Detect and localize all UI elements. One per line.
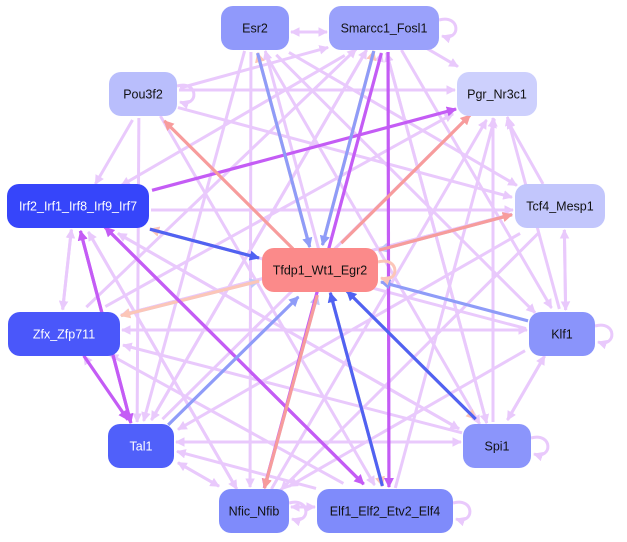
edge-Klf1-to-Tfdp1 bbox=[380, 279, 529, 323]
node-label: Zfx_Zfp711 bbox=[33, 328, 95, 342]
node-klf1[interactable]: Klf1 bbox=[529, 312, 595, 356]
edge-Pou3f2-to-Tcf4_Mesp1 bbox=[177, 106, 513, 200]
edge-Spi1-to-Smarcc1_Fosl1 bbox=[384, 52, 489, 424]
node-tal1[interactable]: Tal1 bbox=[108, 424, 174, 468]
node-box bbox=[463, 424, 531, 468]
edge-Klf1-to-Spi1 bbox=[506, 355, 546, 421]
edge-Tcf4_Mesp1-to-Klf1 bbox=[560, 229, 571, 311]
edge-Smarcc1_Fosl1-to-Klf1 bbox=[400, 49, 553, 309]
edge-Smarcc1_Fosl1-to-Tfdp1 bbox=[319, 50, 376, 246]
node-box bbox=[529, 312, 595, 356]
self-loop-Elf1 bbox=[452, 500, 472, 527]
node-nfic[interactable]: Nfic_Nfib bbox=[219, 489, 289, 533]
edge-Esr2-to-Klf1 bbox=[275, 53, 537, 314]
self-loop-Tfdp1 bbox=[377, 259, 397, 286]
node-zfx[interactable]: Zfx_Zfp711 bbox=[8, 312, 120, 356]
edge-Irf2-to-Tfdp1 bbox=[149, 227, 260, 261]
self-loop-Smarcc1_Fosl1 bbox=[438, 17, 458, 44]
self-loop-Pou3f2 bbox=[176, 83, 196, 110]
edge-Esr2-to-Tfdp1 bbox=[256, 52, 313, 249]
node-box bbox=[108, 424, 174, 468]
self-loop-Klf1 bbox=[594, 323, 614, 350]
edge-Elf1-to-Tal1 bbox=[176, 449, 317, 490]
self-loop-Nfic bbox=[288, 500, 308, 527]
node-box bbox=[317, 489, 453, 533]
node-label: Irf2_Irf1_Irf8_Irf9_Irf7 bbox=[19, 200, 137, 214]
edge-Zfx-to-Pgr_Nr3c1 bbox=[104, 112, 454, 308]
node-label: Tcf4_Mesp1 bbox=[526, 200, 593, 214]
node-label: Elf1_Elf2_Etv2_Elf4 bbox=[330, 505, 441, 519]
node-spi1[interactable]: Spi1 bbox=[463, 424, 531, 468]
edge-Esr2-to-Spi1 bbox=[264, 53, 481, 425]
edge-Smarcc1_Fosl1-to-Elf1 bbox=[383, 51, 395, 489]
edge-Smarcc1_Fosl1-to-Irf2 bbox=[120, 54, 346, 187]
node-label: Nfic_Nfib bbox=[229, 505, 280, 519]
edge-Zfx-to-Tal1 bbox=[82, 354, 130, 421]
node-smarcc1_fosl1[interactable]: Smarcc1_Fosl1 bbox=[329, 6, 439, 50]
node-label: Tal1 bbox=[130, 440, 153, 454]
node-tfdp1[interactable]: Tfdp1_Wt1_Egr2 bbox=[262, 248, 378, 292]
edge-Tal1-to-Smarcc1_Fosl1 bbox=[150, 49, 368, 421]
node-label: Smarcc1_Fosl1 bbox=[341, 22, 428, 36]
edge-Tal1-to-Tfdp1 bbox=[167, 295, 300, 426]
edge-Elf1-to-Irf2 bbox=[103, 226, 365, 486]
edge-Pou3f2-to-Smarcc1_Fosl1 bbox=[179, 45, 329, 90]
node-box bbox=[329, 6, 439, 50]
edge-Tfdp1-to-Tcf4_Mesp1 bbox=[378, 212, 513, 252]
node-irf2[interactable]: Irf2_Irf1_Irf8_Irf9_Irf7 bbox=[7, 184, 149, 228]
node-label: Pou3f2 bbox=[123, 88, 163, 102]
edge-Tcf4_Mesp1-to-Pgr_Nr3c1 bbox=[505, 119, 545, 185]
edge-Spi1-to-Irf2 bbox=[117, 232, 460, 431]
node-elf1[interactable]: Elf1_Elf2_Etv2_Elf4 bbox=[317, 489, 453, 533]
edge-Spi1-to-Tfdp1 bbox=[345, 290, 477, 421]
node-label: Klf1 bbox=[551, 328, 573, 342]
node-label: Spi1 bbox=[484, 440, 509, 454]
node-box bbox=[262, 248, 378, 292]
self-loop-Spi1 bbox=[530, 435, 550, 462]
edge-Tfdp1-to-Nfic bbox=[261, 294, 319, 490]
node-box bbox=[219, 489, 289, 533]
edge-Tfdp1-to-Zfx bbox=[120, 279, 260, 319]
edge-Tfdp1-to-Pou3f2 bbox=[163, 119, 295, 250]
node-box bbox=[109, 72, 177, 116]
node-esr2[interactable]: Esr2 bbox=[221, 6, 289, 50]
node-box bbox=[457, 72, 537, 116]
edge-Smarcc1_Fosl1-to-Pgr_Nr3c1 bbox=[426, 47, 459, 68]
node-label: Tfdp1_Wt1_Egr2 bbox=[273, 264, 368, 278]
node-pou3f2[interactable]: Pou3f2 bbox=[109, 72, 177, 116]
node-tcf4_mesp1[interactable]: Tcf4_Mesp1 bbox=[515, 184, 605, 228]
edge-Elf1-to-Zfx bbox=[108, 353, 345, 485]
edge-Tfdp1-to-Pgr_Nr3c1 bbox=[340, 114, 472, 245]
node-box bbox=[515, 184, 605, 228]
edge-Nfic-to-Irf2 bbox=[87, 231, 238, 490]
node-pgr_nr3c1[interactable]: Pgr_Nr3c1 bbox=[457, 72, 537, 116]
edge-Pou3f2-to-Tal1 bbox=[132, 117, 142, 423]
edge-Nfic-to-Tal1 bbox=[177, 461, 220, 488]
node-label: Pgr_Nr3c1 bbox=[467, 88, 527, 102]
edge-Tcf4_Mesp1-to-Nfic bbox=[279, 231, 540, 491]
edge-Zfx-to-Irf2 bbox=[61, 228, 76, 310]
node-box bbox=[221, 6, 289, 50]
node-box bbox=[7, 184, 149, 228]
edge-Irf2-to-Pgr_Nr3c1 bbox=[151, 106, 458, 192]
node-label: Esr2 bbox=[242, 22, 268, 36]
edge-Tcf4_Mesp1-to-Tal1 bbox=[177, 232, 521, 431]
node-box bbox=[8, 312, 120, 356]
edge-Pou3f2-to-Irf2 bbox=[94, 119, 134, 185]
edge-Elf1-to-Tfdp1 bbox=[327, 291, 384, 487]
